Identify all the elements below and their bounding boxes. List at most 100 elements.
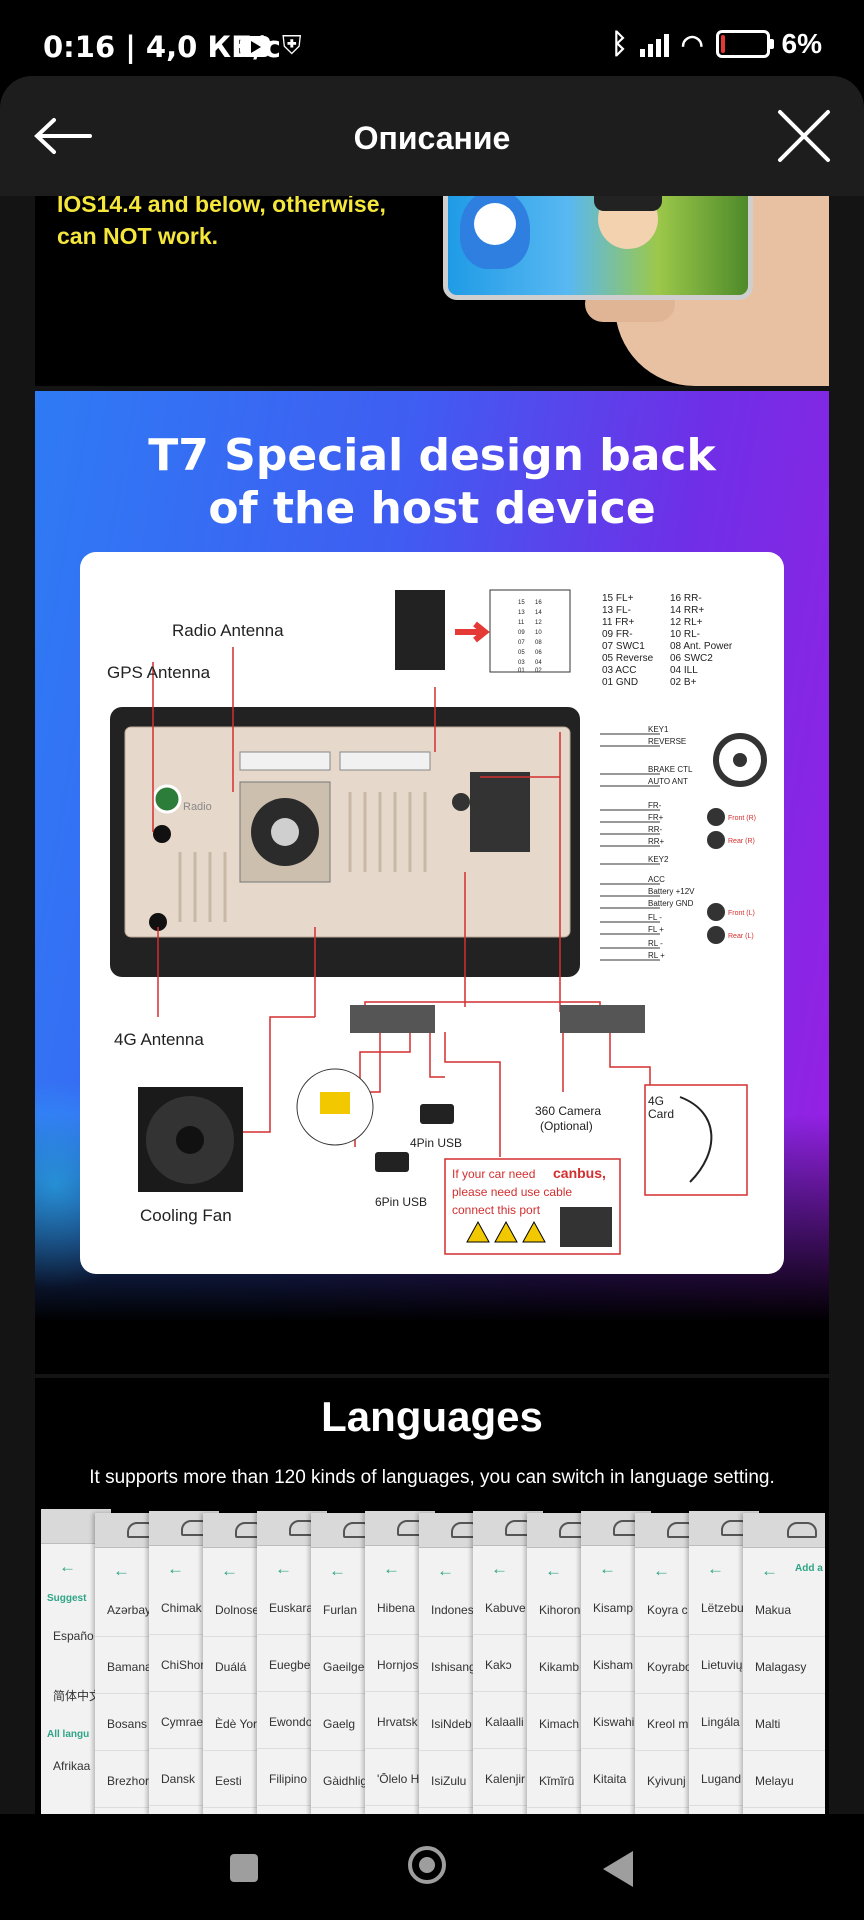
- usb-6pin-plug-image: [375, 1152, 409, 1172]
- wire-bracket-lines: [600, 733, 660, 961]
- label-gps-antenna: GPS Antenna: [107, 663, 211, 682]
- language-divider: [257, 1748, 327, 1749]
- wire-battery-12v: Battery +12V: [648, 887, 695, 896]
- language-divider: [149, 1691, 219, 1692]
- pin-02: 02: [535, 668, 542, 674]
- wifi-icon: ◠: [680, 28, 704, 59]
- language-item: Kabuve: [485, 1601, 526, 1615]
- language-item: Kisham: [593, 1658, 634, 1672]
- wire-reverse: REVERSE: [648, 737, 686, 746]
- back-arrow-icon: ←: [113, 1561, 130, 1580]
- language-divider: [527, 1636, 597, 1637]
- language-divider: [743, 1807, 825, 1808]
- language-item: Bamana: [107, 1660, 152, 1674]
- back-arrow-icon: ←: [167, 1559, 184, 1578]
- pin-15: 15: [518, 600, 525, 606]
- language-item: Kisamp: [593, 1601, 634, 1615]
- usb-4pin-plug-image: [420, 1104, 454, 1124]
- label-4pin-usb: 4Pin USB: [410, 1136, 462, 1150]
- wiring-diagram: Radio Antenna GPS Antenna 4G Antenna Coo…: [107, 589, 767, 1255]
- language-divider: [743, 1750, 825, 1751]
- language-item: Kihoron: [539, 1603, 581, 1617]
- label-4g-antenna: 4G Antenna: [114, 1030, 204, 1049]
- wire-acc: ACC: [648, 875, 665, 884]
- 4g-antenna-port: [149, 913, 167, 931]
- language-divider: [149, 1748, 219, 1749]
- language-item: IsiZulu: [431, 1774, 467, 1788]
- recents-square-icon[interactable]: [230, 1854, 258, 1882]
- label-6pin-usb: 6Pin USB: [375, 1195, 427, 1209]
- back-arrow-icon: ←: [437, 1561, 454, 1580]
- pin-06: 06: [535, 650, 542, 656]
- wire-rl-plus: RL +: [648, 951, 665, 960]
- pin-14: 14: [535, 610, 542, 616]
- gps-port: [153, 825, 171, 843]
- connector-pin-numbers: 15 16 13 14 11 12 09 10 07 08 05 06 03 0…: [518, 600, 542, 674]
- pinout-left-4: 07 SWC1: [602, 641, 645, 652]
- languages-heading: Languages: [321, 1393, 543, 1440]
- description-content[interactable]: IOS14.4 and below, otherwise, can NOT wo…: [0, 196, 864, 1814]
- language-item: Makua: [755, 1603, 792, 1617]
- add-language-label: Add a: [795, 1563, 823, 1574]
- pin-11: 11: [518, 620, 525, 626]
- home-circle-icon[interactable]: [408, 1846, 446, 1884]
- back-triangle-icon[interactable]: [603, 1851, 633, 1887]
- wire-key1: KEY1: [648, 725, 669, 734]
- cartoon-robot-figure: [460, 196, 530, 269]
- pin-05: 05: [518, 650, 525, 656]
- back-arrow-icon: ←: [329, 1561, 346, 1580]
- language-divider: [419, 1693, 489, 1694]
- pinout-right-list: 16 RR- 14 RR+ 12 RL+ 10 RL- 08 Ant. Powe…: [670, 593, 733, 688]
- language-divider: [419, 1750, 489, 1751]
- pin-09: 09: [518, 630, 525, 636]
- language-item: Gàidhlig: [323, 1774, 368, 1788]
- language-item: Hornjos: [377, 1658, 419, 1672]
- language-divider: [743, 1636, 825, 1637]
- ios-notice-line-2: can NOT work.: [57, 223, 219, 249]
- pin-13: 13: [518, 610, 525, 616]
- language-item: Dolnose: [215, 1603, 260, 1617]
- wire-battery-gnd: Battery GND: [648, 899, 694, 908]
- pinout-right-0: 16 RR-: [670, 593, 702, 604]
- language-item: Lëtzebu: [701, 1601, 744, 1615]
- wire-rr-minus: RR-: [648, 825, 663, 834]
- language-divider: [95, 1636, 165, 1637]
- language-item: Eesti: [215, 1774, 242, 1788]
- ios-notice-panel: IOS14.4 and below, otherwise, can NOT wo…: [35, 196, 829, 386]
- language-item: Afrikaa: [53, 1759, 91, 1773]
- close-icon[interactable]: [774, 106, 834, 166]
- language-item: Euskara: [269, 1601, 314, 1615]
- language-divider: [311, 1636, 381, 1637]
- wiring-diagram-card: Radio Antenna GPS Antenna 4G Antenna Coo…: [80, 552, 784, 1274]
- label-camera-optional: (Optional): [540, 1119, 593, 1133]
- status-bar: 0:16 | 4,0 КБ/с ⛨ ᛒ ◠ 6%: [0, 0, 864, 76]
- pinout-left-3: 09 FR-: [602, 629, 633, 640]
- language-divider: [203, 1807, 273, 1808]
- label-4g-card-1: 4G: [648, 1094, 664, 1108]
- speaker-front-r-icon: [707, 808, 725, 826]
- battery-icon: [715, 30, 774, 58]
- pin-diagram: [489, 589, 571, 673]
- language-item: Koyra c: [647, 1603, 688, 1617]
- connector-block-2: [339, 751, 431, 771]
- back-arrow-icon: ←: [707, 1559, 724, 1578]
- status-right-icons: ᛒ ◠ 6%: [611, 28, 822, 60]
- steering-wheel-icon: [713, 733, 767, 787]
- pinout-right-3: 10 RL-: [670, 629, 700, 640]
- speaker-label-front-l: Front (L): [728, 910, 755, 917]
- pin-03: 03: [518, 660, 525, 666]
- language-item: IsiNdeb: [431, 1717, 472, 1731]
- language-item: Azərbay: [107, 1603, 152, 1617]
- arrow-left-icon[interactable]: [32, 116, 92, 156]
- language-item: Españo: [53, 1629, 94, 1643]
- connector-arrow: [455, 621, 490, 643]
- language-divider: [473, 1691, 543, 1692]
- wire-fl-minus: FL -: [648, 913, 662, 922]
- language-item: Brezhor: [107, 1774, 150, 1788]
- languages-subtitle: It supports more than 120 kinds of langu…: [89, 1467, 775, 1488]
- language-divider: [527, 1750, 597, 1751]
- language-divider: [365, 1634, 435, 1635]
- keyboard-icon: [787, 1522, 817, 1538]
- language-divider: [473, 1748, 543, 1749]
